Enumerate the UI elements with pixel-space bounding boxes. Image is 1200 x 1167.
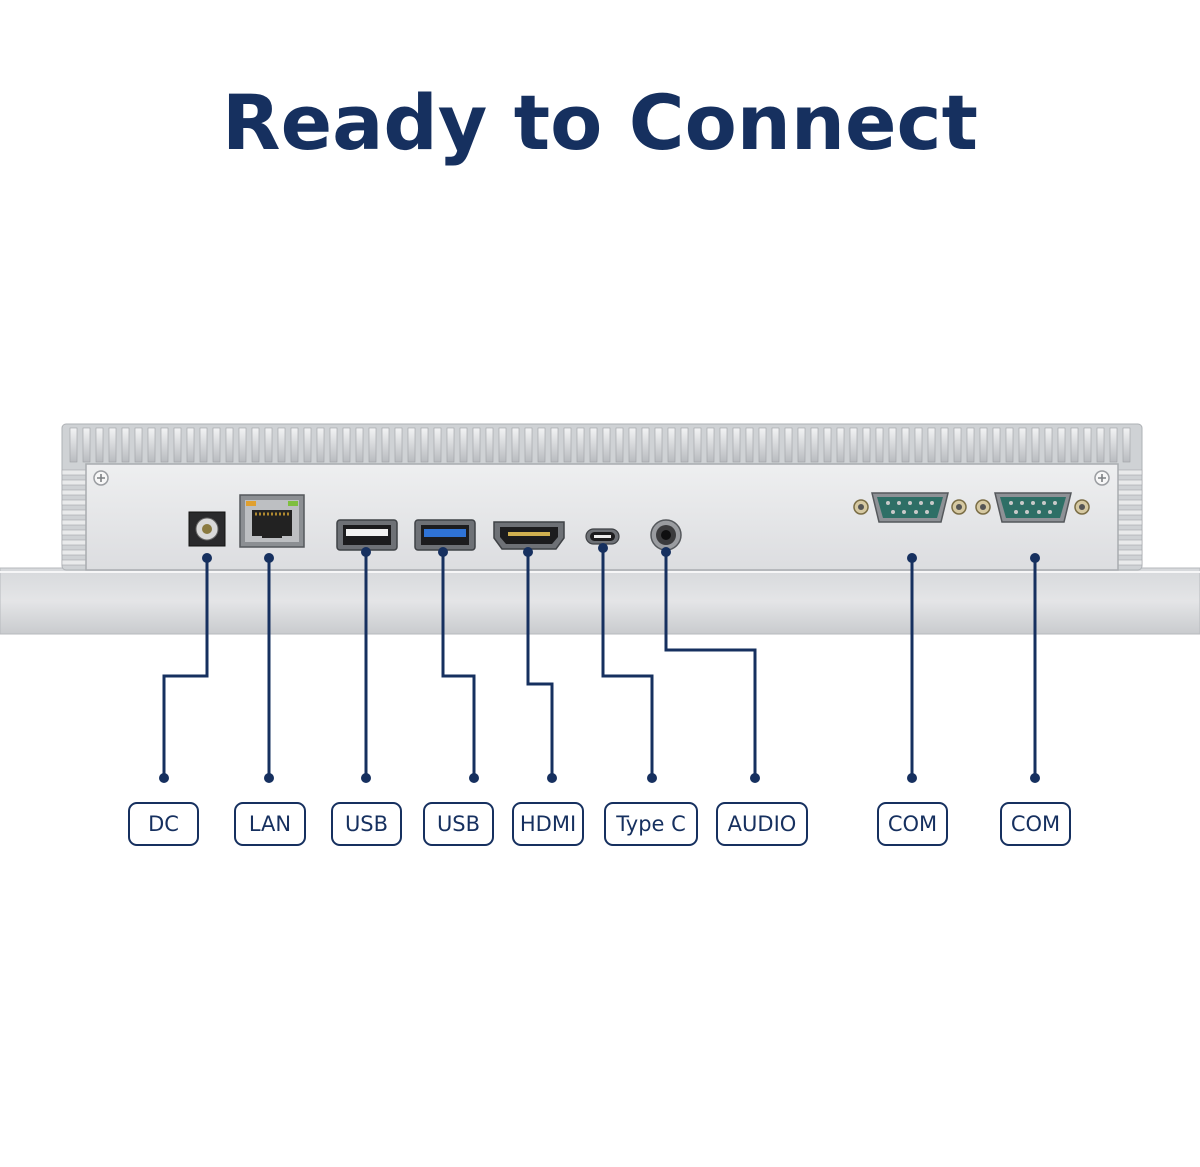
callout-dots — [159, 543, 1040, 783]
db9-serial-port-icon — [975, 492, 1090, 523]
callout-lines — [162, 548, 1037, 778]
port-label-usb: USB — [331, 802, 402, 846]
audio-jack-icon — [650, 519, 682, 551]
dc-jack-icon — [188, 511, 226, 547]
hdmi-port-icon — [493, 521, 565, 550]
callout-dot — [264, 773, 274, 783]
callout-dot — [264, 553, 274, 563]
callout-dot — [438, 547, 448, 557]
callout-dot — [547, 773, 557, 783]
page-title: Ready to Connect — [222, 78, 978, 167]
callout-dot — [1030, 773, 1040, 783]
port-label-com: COM — [877, 802, 948, 846]
callout-dot — [907, 553, 917, 563]
callout-line — [162, 558, 209, 778]
callout-dot — [1030, 553, 1040, 563]
callout-dot — [647, 773, 657, 783]
callout-line — [526, 552, 554, 778]
port-label-com: COM — [1000, 802, 1071, 846]
port-label-type-c: Type C — [604, 802, 698, 846]
rj45-port-icon — [239, 494, 305, 548]
usb-3-port-icon — [414, 519, 476, 551]
port-label-hdmi: HDMI — [512, 802, 584, 846]
callout-dot — [523, 547, 533, 557]
screw-icon — [1094, 470, 1110, 486]
port-label-usb: USB — [423, 802, 494, 846]
usb-2-port-icon — [336, 519, 398, 551]
callout-dot — [469, 773, 479, 783]
screw-icon — [93, 470, 109, 486]
mounting-rail — [0, 567, 1200, 635]
db9-serial-port-icon — [853, 492, 967, 523]
callout-line — [664, 552, 757, 778]
callout-dot — [661, 547, 671, 557]
callout-dot — [907, 773, 917, 783]
callout-dot — [361, 773, 371, 783]
callout-dot — [750, 773, 760, 783]
callout-dot — [361, 547, 371, 557]
port-label-lan: LAN — [234, 802, 306, 846]
callout-line — [601, 548, 654, 778]
usb-c-port-icon — [585, 528, 620, 545]
callout-line — [441, 552, 476, 778]
port-label-dc: DC — [128, 802, 199, 846]
port-label-audio: AUDIO — [716, 802, 808, 846]
callout-dot — [159, 773, 169, 783]
callout-dot — [202, 553, 212, 563]
callout-dot — [598, 543, 608, 553]
